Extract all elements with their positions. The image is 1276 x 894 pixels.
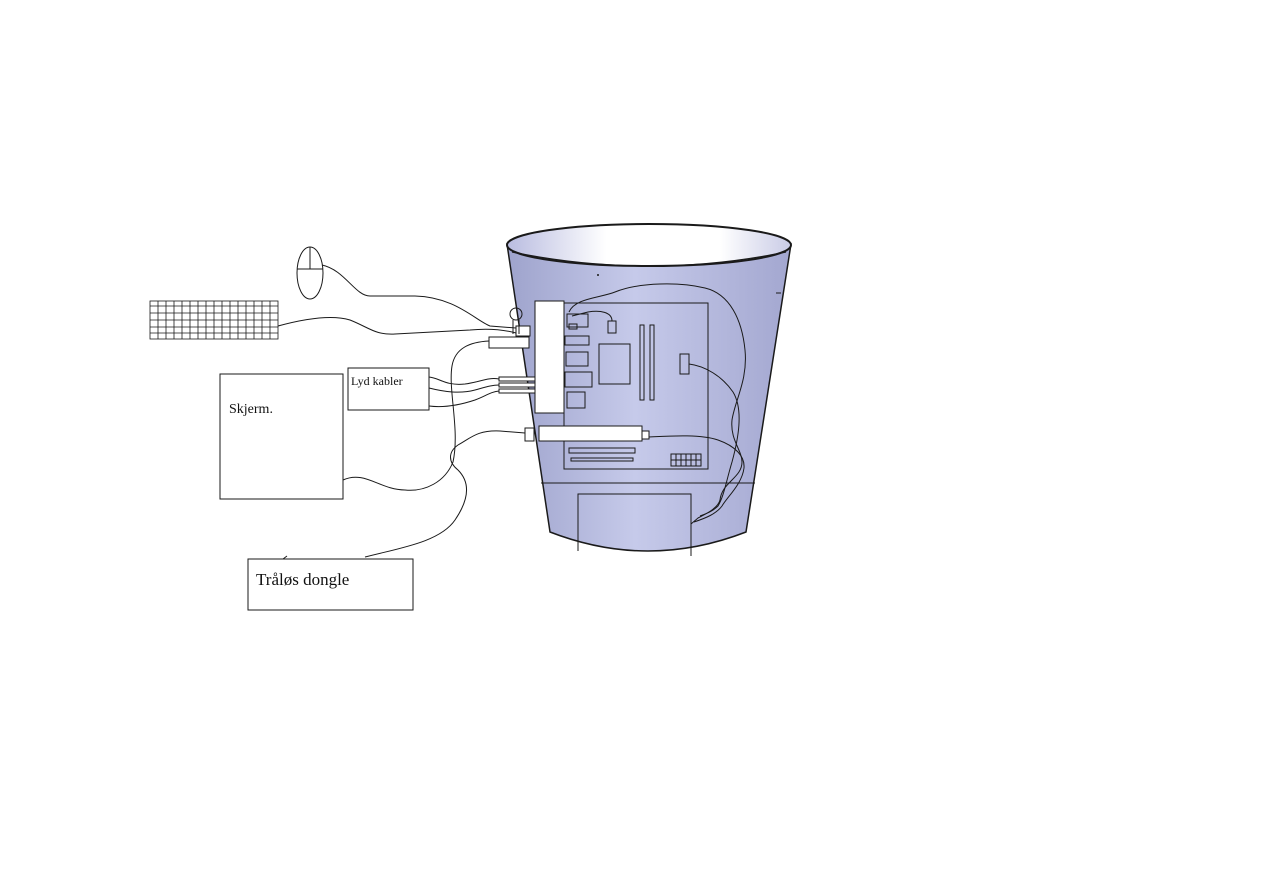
wireless-dongle: Tråløs dongle xyxy=(247,558,414,611)
audio-jack-3 xyxy=(498,388,536,394)
mouse-cable xyxy=(321,264,517,329)
internal-cable-power xyxy=(688,363,740,517)
ram-slot-1 xyxy=(639,324,645,401)
port-3 xyxy=(565,351,589,367)
mouse xyxy=(296,246,324,300)
audio-cables: Lyd kabler xyxy=(347,367,430,411)
audio-cable-1 xyxy=(428,376,500,385)
ps2-plug xyxy=(515,325,531,337)
bucket-dot xyxy=(597,274,599,276)
bucket-rim xyxy=(506,223,792,267)
audio-jack-2 xyxy=(498,382,536,388)
screen-label: Skjerm. xyxy=(229,402,273,417)
audio-cables-label: Lyd kabler xyxy=(351,374,403,388)
port-5 xyxy=(566,391,586,409)
power-supply-box xyxy=(577,493,692,556)
screen-cable xyxy=(342,340,490,491)
wireless-dongle-label: Tråløs dongle xyxy=(256,570,349,589)
screen-box xyxy=(219,373,344,500)
dongle-cable xyxy=(364,430,526,558)
expansion-card-bracket xyxy=(524,427,535,442)
cables xyxy=(277,264,746,560)
audio-cable-3 xyxy=(428,390,500,408)
sata-block xyxy=(670,453,702,467)
usb-plug xyxy=(488,336,530,349)
dongle-cable-hook xyxy=(282,555,288,560)
keyboard-cable xyxy=(277,317,517,335)
cpu-socket xyxy=(598,343,631,385)
port-2 xyxy=(564,335,590,346)
bucket-case xyxy=(506,223,792,556)
audio-jack-1 xyxy=(498,376,536,382)
internal-cable-top xyxy=(568,283,746,525)
internal-cable-fan xyxy=(571,310,613,322)
motherboard xyxy=(524,300,709,470)
io-panel xyxy=(534,300,565,414)
wireless-dongle-box xyxy=(247,558,414,611)
port-1b xyxy=(568,323,578,330)
bucket-inner-rim xyxy=(511,251,787,267)
expansion-card-end xyxy=(641,430,650,440)
io-plugs xyxy=(488,307,536,394)
mouse-connector-circle xyxy=(509,307,523,321)
pci-slot-1 xyxy=(568,447,636,454)
bucket-body xyxy=(506,243,792,552)
pci-slot-2 xyxy=(570,457,634,462)
port-4 xyxy=(564,371,593,388)
audio-cable-2 xyxy=(428,384,500,393)
audio-cables-box xyxy=(347,367,430,411)
screen: Skjerm. xyxy=(219,373,344,500)
ram-slot-2 xyxy=(649,324,655,401)
keyboard xyxy=(149,300,279,340)
internal-cable-card xyxy=(648,435,745,523)
expansion-card xyxy=(538,425,643,442)
